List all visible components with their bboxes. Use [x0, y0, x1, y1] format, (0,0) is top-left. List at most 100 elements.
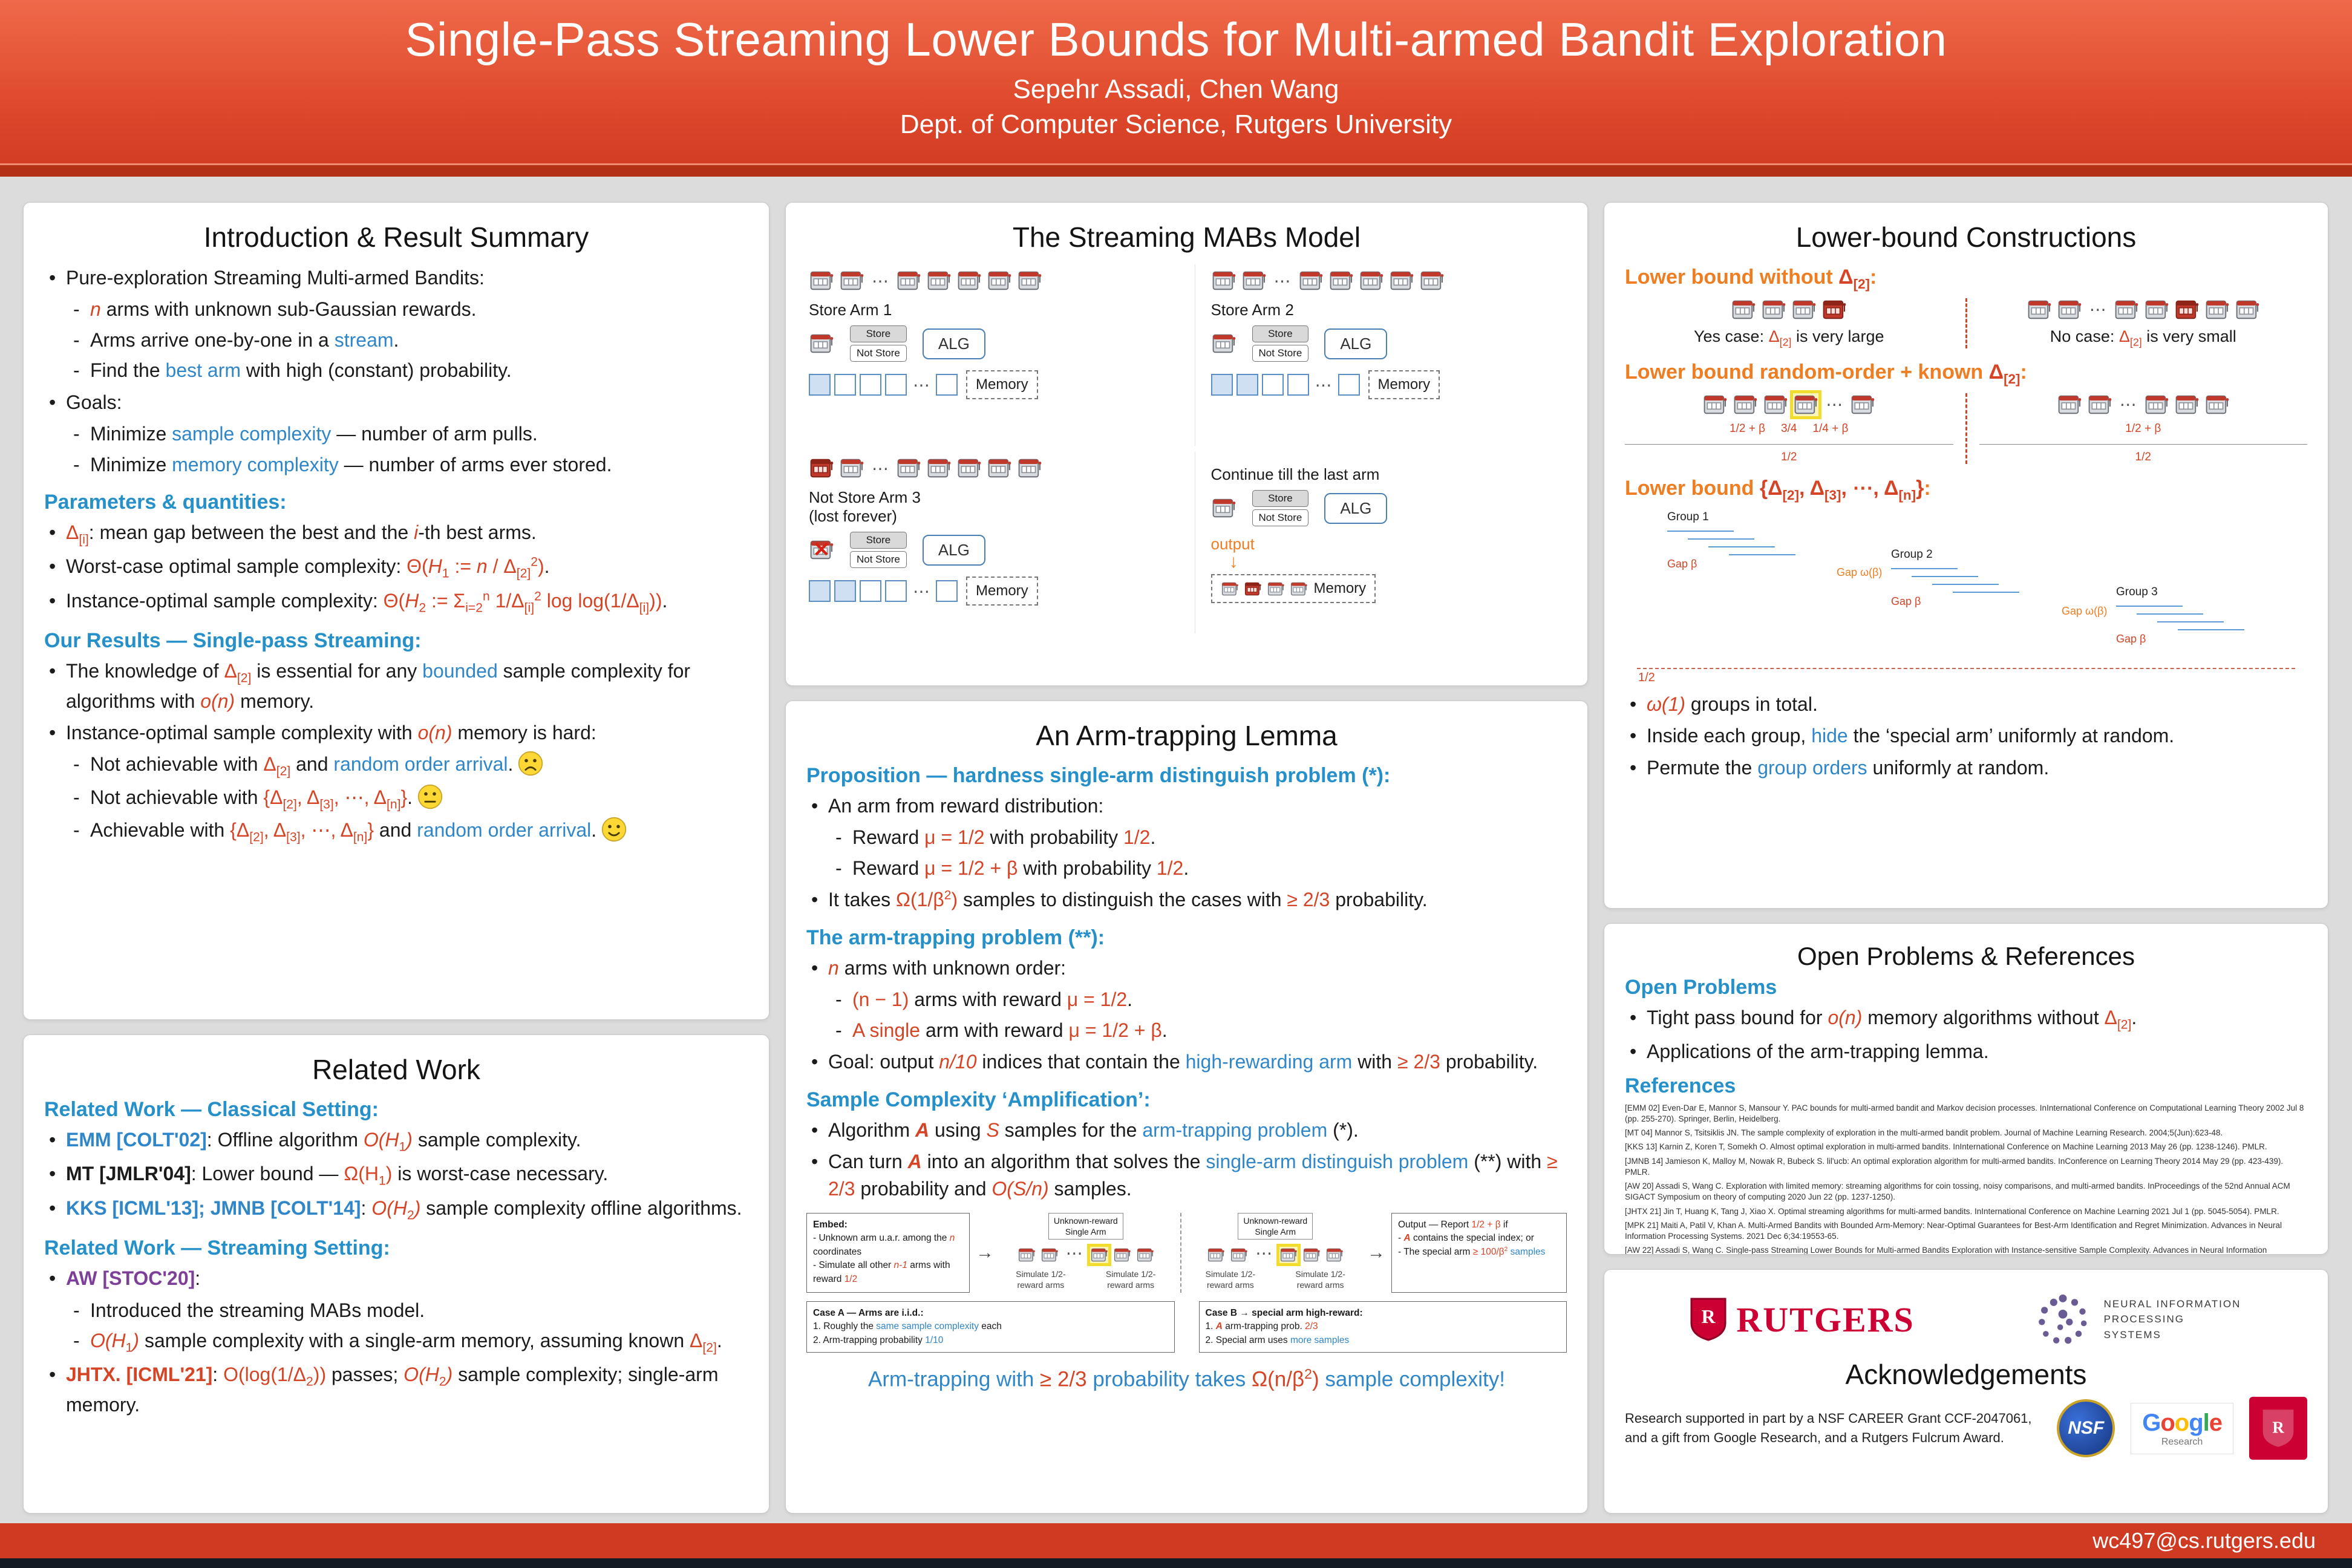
- related-bullet: MT [JMLR'04]: Lower bound — Ω(H1) is wor…: [44, 1160, 748, 1190]
- slot-machine-icon: [1136, 1247, 1154, 1263]
- acknowledgements-panel: R RUTGERS: [1604, 1269, 2328, 1514]
- simulate-label: Simulate 1/2-reward arms: [1295, 1269, 1345, 1290]
- memory-slot-filled: [1236, 374, 1258, 396]
- slot-machine-icon: [2174, 393, 2200, 416]
- memory-slot-empty: [1338, 374, 1360, 396]
- lower-bound-panel: Lower-bound Constructions Lower bound wi…: [1604, 202, 2328, 909]
- step-label-note: (lost forever): [809, 507, 897, 525]
- memory-machines: [1221, 581, 1308, 597]
- slot-machine-icon: [1113, 1247, 1131, 1263]
- slot-machine-icon: [926, 269, 952, 292]
- nsf-label: NSF: [2068, 1418, 2105, 1438]
- embed-line: - Simulate all other n-1 arms with rewar…: [813, 1260, 950, 1284]
- result-subbullet-text: Not achievable with Δ[2] and random orde…: [90, 753, 514, 779]
- slot-machine-icon: [2144, 298, 2169, 321]
- memory-slot-empty: [1287, 374, 1309, 396]
- gap-label: Gap ω(β): [1837, 566, 1883, 578]
- slot-machine-icon: [1790, 390, 1822, 419]
- ellipsis: ⋯: [1826, 395, 1843, 414]
- memory-label: Memory: [1313, 580, 1367, 596]
- memory-box-final: Memory: [1210, 574, 1376, 603]
- open-problem-bullet: Tight pass bound for o(n) memory algorit…: [1625, 1004, 2307, 1034]
- memory-box: Memory: [1368, 370, 1440, 399]
- model-step-store-arm-1: ⋯ Store Arm 1 Store Not Store ALG ⋯: [806, 264, 1179, 446]
- result-bullet: Instance-optimal sample complexity with …: [44, 719, 748, 747]
- current-arm-lost: ✕: [809, 538, 834, 561]
- slot-machine-icon: [2174, 298, 2200, 321]
- slot-machine-icon: [809, 332, 834, 355]
- lower-bound-1: Lower bound without Δ[2]: Yes case: Δ[2]…: [1625, 266, 2307, 349]
- not-store-button: Not Store: [850, 345, 907, 362]
- model-step-store-arm-2: ⋯ Store Arm 2 Store Not Store ALG ⋯: [1194, 264, 1567, 446]
- footer-bottom-strip: [0, 1558, 2352, 1568]
- open-problems-subhead: Open Problems: [1625, 976, 1777, 999]
- slot-machine-icon: [1733, 393, 1758, 416]
- groups-diagram: Group 1 Gap β Gap ω(β) Group 2 Gap β Gap…: [1625, 508, 2307, 685]
- acknowledgements-row: Research supported in part by a NSF CARE…: [1625, 1397, 2307, 1460]
- neurips-logo: NEURAL INFORMATION PROCESSING SYSTEMS: [2031, 1288, 2243, 1351]
- streaming-model-diagram: ⋯ Store Arm 1 Store Not Store ALG ⋯: [806, 264, 1567, 633]
- step-label-text: Not Store Arm 3: [809, 488, 921, 506]
- lemma-subbullet: Reward μ = 1/2 with probability 1/2.: [806, 824, 1567, 852]
- slot-machine-icon: [1018, 1247, 1036, 1263]
- lemma-bullet: An arm from reward distribution:: [806, 792, 1567, 820]
- case-a-box: Case A — Arms are i.i.d.: 1. Roughly the…: [806, 1301, 1175, 1353]
- poster-authors: Sepehr Assadi, Chen Wang: [1013, 74, 1339, 104]
- middle-column: The Streaming MABs Model ⋯ Store Arm 1 S…: [785, 202, 1588, 1514]
- acknowledgements-title: Acknowledgements: [1845, 1359, 2087, 1390]
- not-store-button: Not Store: [1252, 345, 1309, 362]
- intro-subbullet: Find the best arm with high (constant) p…: [44, 357, 748, 385]
- arrow-right-icon: →: [976, 1242, 994, 1263]
- output-line: - A contains the special index; or: [1398, 1233, 1534, 1244]
- slot-machine-icon: [2144, 393, 2169, 416]
- ellipsis: ⋯: [872, 271, 889, 290]
- case-b-line: 1. A arm-trapping prob. 2/3: [1205, 1321, 1318, 1332]
- poster-title: Single-Pass Streaming Lower Bounds for M…: [405, 13, 1947, 66]
- unknown-arm-label-line: Single Arm: [1255, 1227, 1296, 1236]
- neurips-wordmark: NEURAL INFORMATION PROCESSING SYSTEMS: [2103, 1298, 2241, 1341]
- slot-machine-icon: [1221, 581, 1239, 597]
- arm-stream-row: ⋯: [809, 269, 1177, 292]
- memory-slot-empty: [834, 374, 856, 396]
- unknown-arm-label-line: Unknown-reward: [1053, 1215, 1118, 1226]
- store-choice: Store Not Store: [850, 532, 907, 568]
- lemma-subbullet: A single arm with reward μ = 1/2 + β.: [806, 1017, 1567, 1045]
- result-subbullet: Not achievable with Δ[2] and random orde…: [44, 751, 748, 780]
- slot-machine-icon: [1763, 393, 1788, 416]
- slot-machine-icon: [2204, 298, 2230, 321]
- lemma-bullet: Algorithm A using S samples for the arm-…: [806, 1117, 1567, 1145]
- reference-item: [MT 04] Mannor S, Tsitsiklis JN. The sam…: [1625, 1128, 2223, 1138]
- model-step-not-store-arm-3: ⋯ Not Store Arm 3(lost forever) ✕ Store …: [806, 452, 1179, 633]
- output-line: Output — Report 1/2 + β if: [1398, 1219, 1508, 1230]
- slot-machine-icon: [1791, 298, 1817, 321]
- related-subbullet: Introduced the streaming MABs model.: [44, 1297, 748, 1325]
- memory-slot-empty: [885, 580, 907, 602]
- intro-bullet: Goals:: [44, 389, 748, 417]
- footer-band: wc497@cs.rutgers.edu: [0, 1523, 2352, 1558]
- slot-machine-icon: [1276, 1244, 1301, 1267]
- related-bullet: KKS [ICML'13]; JMNB [COLT'14]: O(H2) sam…: [44, 1195, 748, 1224]
- streaming-subhead: Related Work — Streaming Setting:: [44, 1236, 390, 1260]
- slot-machine-icon: [809, 269, 834, 292]
- not-store-button: Not Store: [850, 551, 907, 568]
- open-problems-title: Open Problems & References: [1797, 942, 2135, 970]
- output-arrow-icon: ↓: [1229, 552, 1238, 572]
- slot-machine-icon: [956, 269, 982, 292]
- streaming-model-panel: The Streaming MABs Model ⋯ Store Arm 1 S…: [785, 202, 1588, 686]
- memory-slot-empty: [885, 374, 907, 396]
- slot-machine-icon: [1328, 269, 1354, 292]
- slot-machine-icon: [1389, 269, 1414, 292]
- lemma-bullet: It takes Ω(1/β2) samples to distinguish …: [806, 886, 1567, 914]
- slot-machine-icon: [839, 457, 864, 480]
- right-column: Lower-bound Constructions Lower bound wi…: [1604, 202, 2328, 1514]
- slot-machine-icon: [809, 457, 834, 480]
- references-subhead: References: [1625, 1074, 1736, 1097]
- rutgers-logo: R RUTGERS: [1689, 1296, 1914, 1342]
- alg-box: ALG: [922, 534, 985, 566]
- ellipsis: ⋯: [872, 459, 889, 478]
- ellipsis: ⋯: [1255, 1244, 1273, 1263]
- step-label: Store Arm 1: [809, 301, 892, 319]
- reference-item: [JHTX 21] Jin T, Huang K, Tang J, Xiao X…: [1625, 1206, 2279, 1216]
